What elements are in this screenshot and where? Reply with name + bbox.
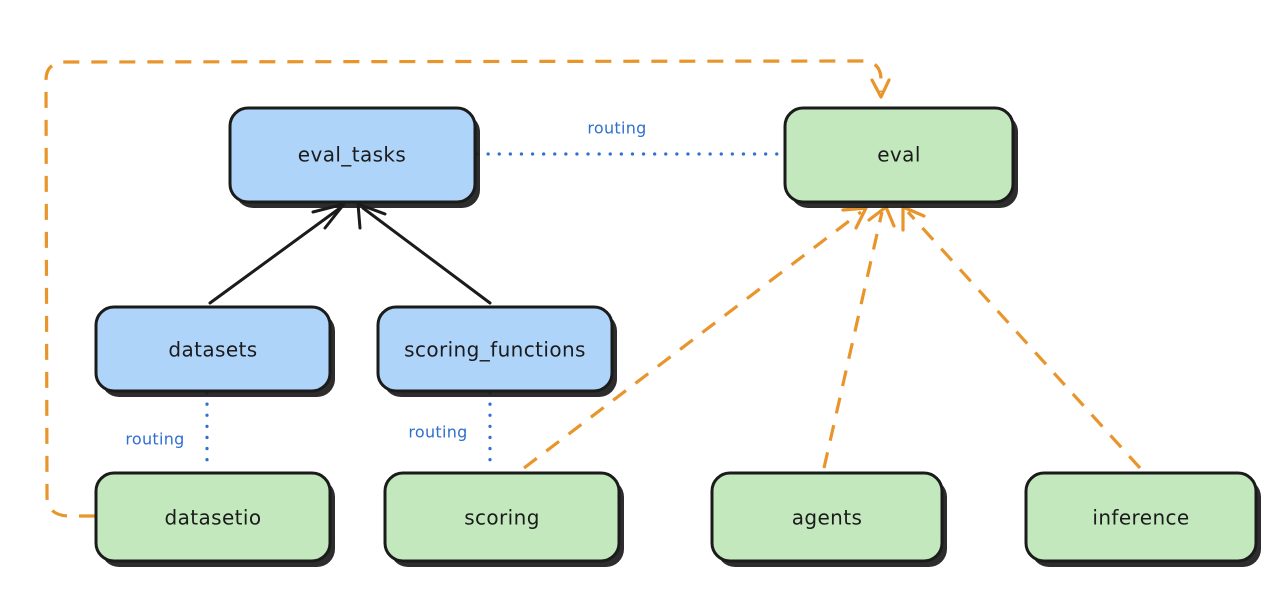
node-inference-label: inference [1092, 506, 1189, 530]
node-scoring_functions-label: scoring_functions [404, 338, 586, 362]
edge-label-routing-eval_tasks-eval: routing [587, 119, 646, 138]
node-datasetio-body [94, 471, 332, 563]
node-agents-body [710, 471, 944, 563]
edge-group-composition [208, 202, 492, 305]
edge-inference-eval[interactable] [901, 205, 1142, 470]
node-datasetio[interactable]: datasetio [94, 471, 335, 567]
node-eval[interactable]: eval [783, 106, 1018, 208]
edge-label-routing-datasets-datasetio: routing [125, 430, 184, 449]
node-scoring-body [383, 471, 621, 563]
node-eval-body [783, 106, 1015, 204]
edge-group-dependencies [44, 59, 1142, 518]
edge-datasetio-eval[interactable] [44, 59, 891, 518]
node-scoring_functions[interactable]: scoring_functions [376, 305, 617, 397]
node-scoring_functions-body [376, 305, 614, 393]
node-inference-body [1024, 471, 1258, 563]
node-scoring-label: scoring [464, 506, 540, 530]
node-agents[interactable]: agents [710, 471, 947, 567]
node-eval_tasks-label: eval_tasks [298, 143, 406, 167]
node-agents-label: agents [792, 506, 863, 530]
node-eval-label: eval [877, 143, 921, 167]
node-datasets[interactable]: datasets [94, 305, 335, 397]
node-datasets-label: datasets [168, 338, 257, 362]
node-inference[interactable]: inference [1024, 471, 1261, 567]
edge-datasets-eval_tasks[interactable] [208, 202, 346, 305]
edge-label-routing-scoring_functions-scoring: routing [408, 423, 467, 442]
edge-group-routing [205, 152, 785, 472]
edge-agents-eval[interactable] [822, 205, 896, 469]
edge-scoring_functions-eval_tasks[interactable] [356, 202, 492, 305]
node-datasetio-label: datasetio [164, 506, 261, 530]
node-scoring[interactable]: scoring [383, 471, 624, 567]
node-eval_tasks-body [228, 106, 477, 204]
node-eval_tasks[interactable]: eval_tasks [228, 106, 480, 208]
node-datasets-body [94, 305, 332, 393]
